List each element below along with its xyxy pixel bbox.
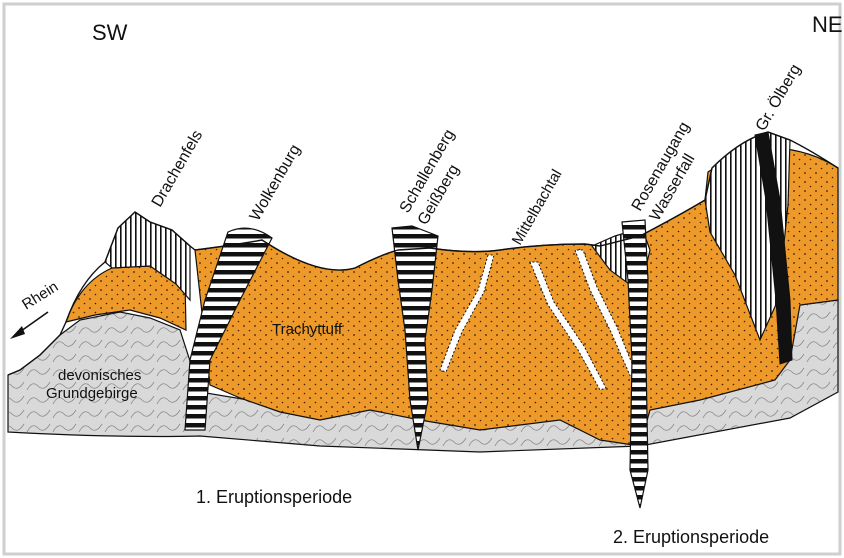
basement-label-line2: Grundgebirge (46, 385, 138, 402)
eruption-period-1-label: 1. Eruptionsperiode (196, 487, 352, 507)
direction-ne-label: NE (812, 12, 843, 37)
basement-label-line1: devonisches (58, 367, 141, 384)
direction-sw-label: SW (92, 20, 128, 45)
trachyttuff-label: Trachyttuff (272, 321, 343, 338)
eruption-period-2-label: 2. Eruptionsperiode (613, 527, 769, 547)
